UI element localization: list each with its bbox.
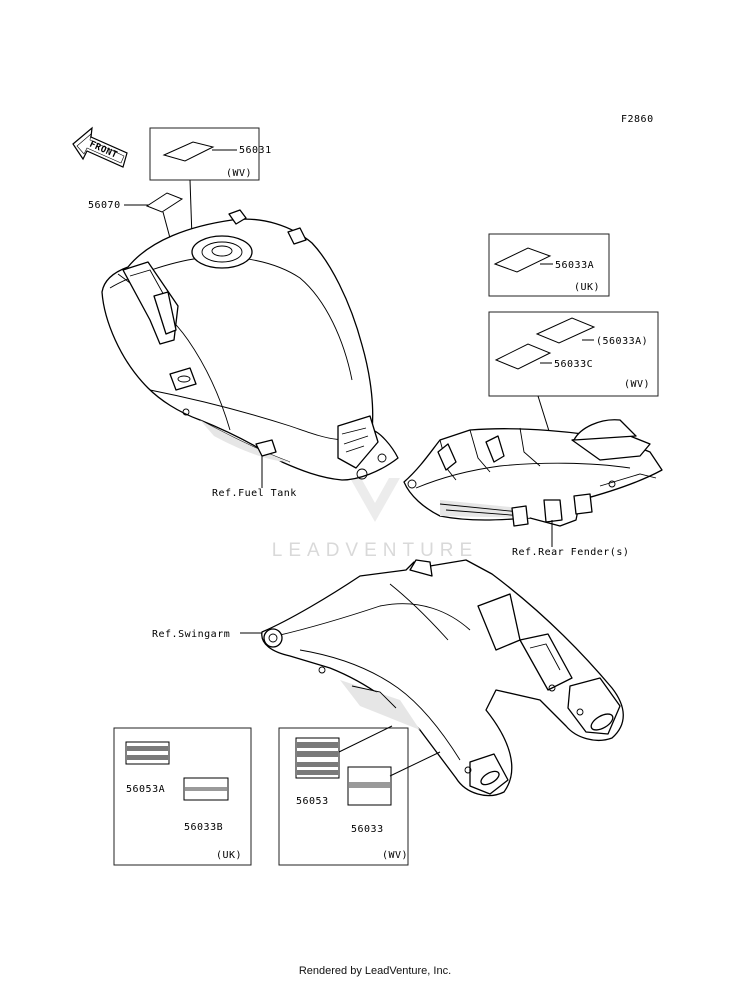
fender-label-56033a-wv-icon [535, 317, 596, 344]
ref-fuel-tank: Ref.Fuel Tank [212, 488, 297, 499]
figure-code: F2860 [621, 114, 654, 125]
callout-wv-variant-swingarm: (WV) [382, 850, 408, 861]
callout-56031-variant: (WV) [226, 168, 252, 179]
callout-56053: 56053 [296, 796, 329, 807]
watermark-text: LEADVENTURE [272, 540, 478, 561]
swingarm-label-56033-icon [347, 766, 392, 806]
tank-label-box-wv [149, 127, 260, 181]
swingarm-drawing [261, 559, 624, 797]
watermark: LEADVENTURE [272, 478, 478, 561]
callout-56031: 56031 [239, 145, 272, 156]
swingarm-label-box-uk [113, 727, 252, 866]
callout-uk-variant-swingarm: (UK) [216, 850, 242, 861]
swingarm-label-56053a-icon [125, 741, 170, 765]
swingarm-label-box-wv [278, 727, 409, 866]
swingarm-label-56033b-icon [183, 777, 229, 801]
footer-credit: Rendered by LeadVenture, Inc. [299, 965, 451, 977]
callout-56053a: 56053A [126, 784, 165, 795]
front-arrow-icon: FRONT [72, 126, 128, 168]
callout-56033b: 56033B [184, 822, 223, 833]
callout-56033c: 56033C [554, 359, 593, 370]
fender-label-box-wv [488, 311, 659, 397]
fender-label-box-uk [488, 233, 610, 297]
callout-56033a-wv: (56033A) [596, 336, 648, 347]
fender-label-56033a-icon [493, 247, 552, 273]
fuel-tank-drawing [101, 209, 399, 481]
callout-56070: 56070 [88, 200, 121, 211]
tank-label-56031-icon [162, 141, 215, 162]
callout-56033a-uk: 56033A [555, 260, 594, 271]
ref-rear-fender: Ref.Rear Fender(s) [512, 547, 629, 558]
callout-56033: 56033 [351, 824, 384, 835]
ref-swingarm: Ref.Swingarm [152, 629, 230, 640]
rear-fender-drawing [403, 419, 663, 527]
callout-uk-variant-fender: (UK) [574, 282, 600, 293]
tank-label-56070-icon [145, 192, 184, 213]
fender-label-56033c-icon [494, 343, 552, 370]
swingarm-label-56053-icon [295, 737, 340, 779]
callout-wv-variant-fender: (WV) [624, 379, 650, 390]
